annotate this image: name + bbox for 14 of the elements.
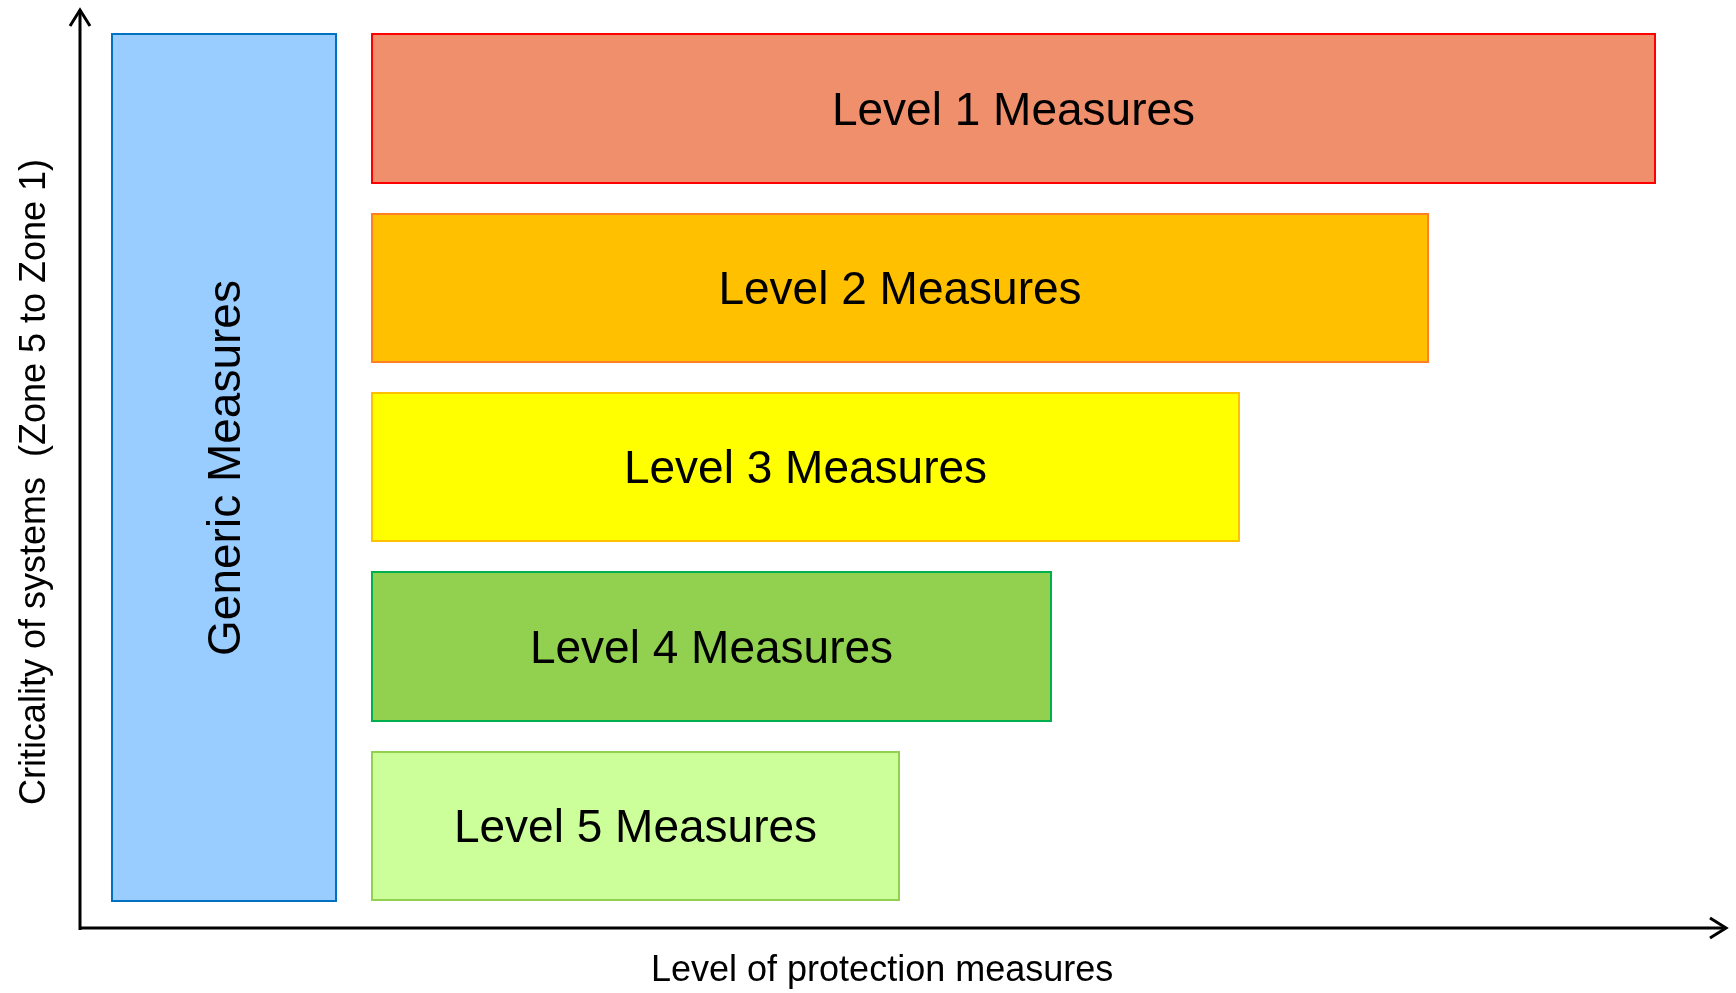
bar-label: Level 1 Measures [831, 81, 1196, 136]
level-bar [371, 392, 1240, 542]
level-bar [371, 571, 1052, 722]
bar-label: Generic Measures [197, 279, 251, 656]
level-bar [371, 213, 1429, 363]
level-bar [371, 751, 900, 901]
bar-label: Level 2 Measures [718, 261, 1082, 315]
level-bar [371, 33, 1656, 184]
category-bar [111, 33, 337, 902]
bar-label: Level 5 Measures [453, 799, 818, 853]
bar-label: Level 3 Measures [623, 440, 988, 494]
y-axis-label: Criticality of systems (Zone 5 to Zone 1) [12, 158, 55, 806]
bar-label: Level 4 Measures [529, 619, 894, 674]
x-axis-label: Level of protection measures [651, 948, 1114, 990]
